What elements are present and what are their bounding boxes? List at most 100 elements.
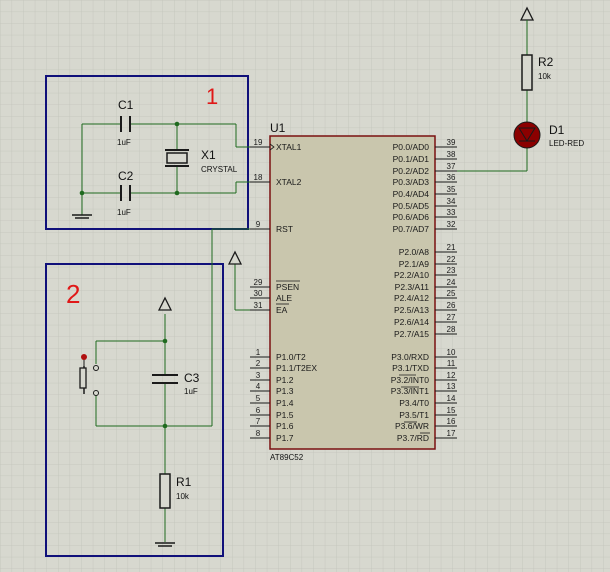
pin-number: 32 — [447, 220, 456, 229]
pin-label: P0.7/AD7 — [393, 224, 430, 234]
pin-label: P0.2/AD2 — [393, 166, 430, 176]
pin-label: XTAL2 — [276, 177, 302, 187]
pin-label: P0.3/AD3 — [393, 177, 430, 187]
chip-pin-14[interactable]: 14 P3.4/T0 — [399, 394, 457, 408]
chip-pin-38[interactable]: 38 P0.1/AD1 — [393, 150, 457, 164]
pin-number: 3 — [256, 371, 261, 380]
pin-label: ALE — [276, 293, 292, 303]
pin-label: P2.4/A12 — [394, 293, 429, 303]
pin-number: 38 — [447, 150, 456, 159]
pin-number: 7 — [256, 417, 261, 426]
box-1 — [45, 75, 249, 230]
pin-label: P1.5 — [276, 410, 294, 420]
box-1-label: 1 — [206, 84, 218, 109]
d1-value: LED-RED — [549, 139, 584, 148]
r2-resistor[interactable] — [521, 54, 533, 91]
c1-ref: C1 — [118, 98, 134, 112]
pin-number: 29 — [254, 278, 263, 287]
pin-number: 9 — [256, 220, 261, 229]
pin-label: P3.4/T0 — [399, 398, 429, 408]
pin-label: P3.2/INT0 — [391, 375, 430, 385]
u1-chip-body[interactable] — [269, 135, 436, 450]
pin-label: P0.1/AD1 — [393, 154, 430, 164]
pin-label: P3.6/WR — [395, 421, 429, 431]
r1-resistor[interactable] — [159, 473, 171, 509]
c1-value: 1uF — [117, 138, 131, 147]
c2-value: 1uF — [117, 208, 131, 217]
chip-pin-31[interactable]: 31 EA — [250, 301, 288, 315]
d1-led[interactable] — [513, 121, 541, 149]
pin-number: 4 — [256, 382, 261, 391]
pin-number: 30 — [254, 289, 263, 298]
pin-number: 31 — [254, 301, 263, 310]
chip-pin-29[interactable]: 29 PSEN — [250, 278, 299, 292]
c3-capacitor[interactable] — [152, 374, 178, 384]
pin-number: 22 — [447, 255, 456, 264]
pin-label: EA — [276, 305, 288, 315]
box-2-label: 2 — [66, 279, 80, 309]
pin-label: PSEN — [276, 282, 299, 292]
c2-ref: C2 — [118, 169, 134, 183]
chip-pin-32[interactable]: 32 P0.7/AD7 — [393, 220, 457, 234]
pin-label: P2.7/A15 — [394, 329, 429, 339]
pin-number: 11 — [447, 359, 456, 368]
junction-dot — [174, 121, 180, 127]
pin-number: 13 — [447, 382, 456, 391]
x1-crystal[interactable] — [165, 149, 189, 167]
pin-label: P1.4 — [276, 398, 294, 408]
c2-capacitor[interactable] — [120, 185, 131, 201]
reset-button[interactable] — [79, 354, 99, 396]
pin-number: 39 — [447, 138, 456, 147]
pin-label: P0.4/AD4 — [393, 189, 430, 199]
pin-label: P3.5/T1 — [399, 410, 429, 420]
c1-capacitor[interactable] — [120, 116, 131, 132]
pin-number: 21 — [447, 243, 456, 252]
pin-label: P1.2 — [276, 375, 294, 385]
chip-pin-23[interactable]: 23 P2.2/A10 — [394, 266, 457, 280]
pin-number: 14 — [447, 394, 456, 403]
pin-label: P1.7 — [276, 433, 294, 443]
u1-ref: U1 — [270, 121, 286, 135]
pin-label: P3.3/INT1 — [391, 386, 430, 396]
pin-label: P2.2/A10 — [394, 270, 429, 280]
chip-pin-30[interactable]: 30 ALE — [250, 289, 292, 303]
ground-icon — [155, 542, 175, 547]
pin-number: 23 — [447, 266, 456, 275]
chip-pin-13[interactable]: 13 P3.3/INT1 — [391, 382, 457, 396]
up-arrow-icon — [227, 250, 243, 265]
junction-dot — [162, 423, 168, 429]
pin-number: 33 — [447, 208, 456, 217]
chip-pin-3[interactable]: 3 P1.2 — [250, 371, 294, 385]
pin-label: P2.6/A14 — [394, 317, 429, 327]
